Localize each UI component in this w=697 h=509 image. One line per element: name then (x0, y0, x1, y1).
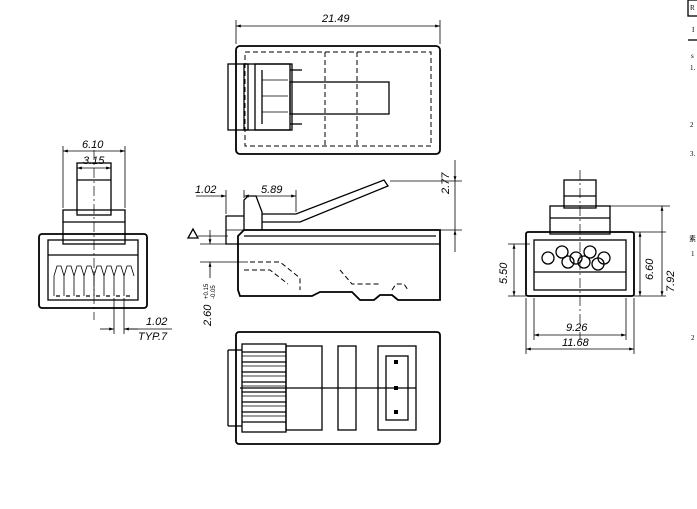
dim-latch-length: 5.89 (261, 184, 282, 196)
tol-minus: -0.05 (211, 285, 217, 299)
note-4: 1 (691, 250, 695, 258)
note-cn: 素 (689, 234, 696, 243)
bottom-contacts (242, 351, 286, 423)
dim-top-width: 6.10 (82, 139, 104, 151)
dim-pitch: 1.02 (146, 316, 167, 328)
rear-view: 5.50 6.60 7.92 9.26 11.68 (498, 170, 677, 354)
note-3: 3. (690, 150, 696, 158)
top-view: 21.49 (227, 13, 441, 155)
front-contacts (53, 265, 135, 297)
dim-outer-height: 7.92 (665, 271, 677, 292)
note-corner-i: I (692, 26, 695, 34)
note-5: 2 (691, 334, 695, 342)
rear-wire-holes (541, 245, 611, 271)
dim-latch-height: 2.77 (440, 172, 452, 195)
dim-overall-length: 21.49 (321, 13, 350, 25)
dim-inner-width: 9.26 (566, 322, 588, 334)
notes-column: R I s 1. 2 3. 素 1 2 (687, 0, 697, 342)
dim-body-height: 5.50 (498, 262, 510, 284)
bottom-view (227, 331, 441, 445)
dim-outer-width: 11.68 (562, 337, 590, 349)
dim-key-width: 3.15 (83, 155, 105, 167)
note-2: 2 (690, 121, 694, 129)
note-s: s (691, 52, 694, 60)
dim-inner-height: 6.60 (644, 258, 656, 280)
dim-typ: TYP.7 (138, 331, 168, 343)
front-view: 6.10 3.15 1.02 TYP.7 (38, 139, 172, 343)
side-view: 1.02 5.89 2.77 2.60 +0.15 -0.05 (186, 160, 462, 327)
tol-plus: +0.15 (204, 283, 210, 299)
dim-latch-offset: 1.02 (195, 184, 216, 196)
note-1: 1. (690, 64, 696, 72)
warning-triangle-icon (186, 227, 200, 239)
note-corner-r: R (690, 4, 695, 12)
dim-contact-height: 2.60 (202, 304, 214, 327)
